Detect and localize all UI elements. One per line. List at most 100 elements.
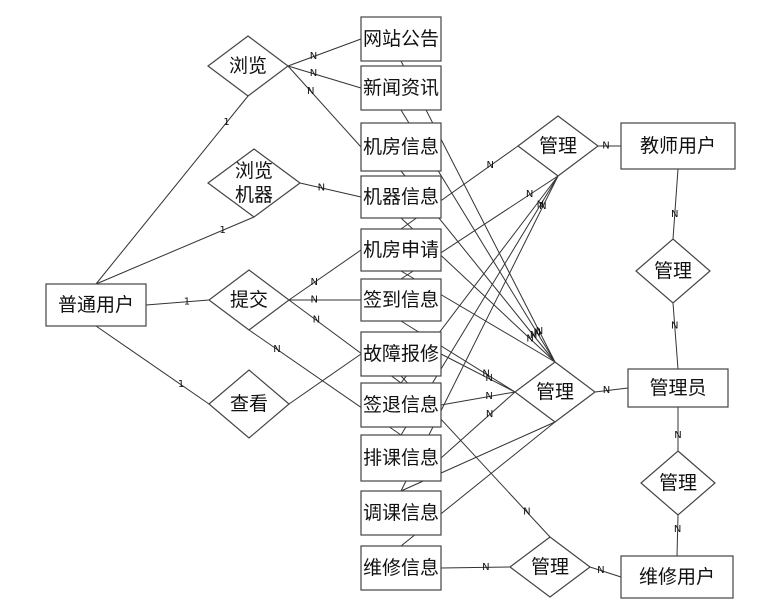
cardinality-label: N	[523, 507, 530, 518]
entity-label-signin: 签到信息	[363, 289, 439, 311]
edges-layer	[95, 38, 679, 578]
cardinality-label: N	[310, 68, 317, 79]
edge-browse_machine-machine	[299, 182, 362, 198]
entity-label-room: 机房信息	[363, 136, 439, 158]
entity-label-notice: 网站公告	[363, 28, 439, 50]
relation-label-manage_t: 管理	[539, 135, 577, 157]
cardinality-label: 1	[220, 225, 226, 236]
entity-box-adjust	[360, 490, 442, 536]
edge-browse-notice	[287, 38, 362, 67]
relation-label-manage_ta: 管理	[654, 260, 692, 282]
relation-diamond-browse	[207, 35, 289, 97]
cardinality-label: 1	[223, 117, 229, 128]
cardinality-label: N	[482, 562, 489, 573]
relation-label-manage_m: 管理	[531, 556, 569, 578]
cardinality-label: N	[530, 330, 537, 341]
entity-label-news: 新闻资讯	[363, 77, 439, 99]
relation-label-manage_am: 管理	[659, 472, 697, 494]
entity-label-fault: 故障报修	[363, 343, 439, 365]
cardinality-label: N	[602, 141, 609, 152]
cardinality-label: N	[526, 333, 533, 344]
edge-user-view	[95, 325, 210, 405]
entity-label-repair: 维修信息	[363, 557, 439, 579]
cardinality-label: N	[671, 321, 678, 332]
entity-box-mainuser	[620, 555, 734, 599]
entity-label-adjust: 调课信息	[363, 502, 439, 524]
cardinality-label: N	[597, 565, 604, 576]
entity-label-user: 普通用户	[58, 294, 134, 316]
entity-box-news	[360, 65, 442, 111]
nodes-layer: 普通用户 网站公告新闻资讯机房信息机器信息机房申请签到信息故障报修签退信息排课信息…	[45, 16, 736, 599]
entity-box-signout	[360, 382, 442, 428]
entity-label-signout: 签退信息	[363, 394, 439, 416]
edge-fault-manage_a	[440, 353, 516, 393]
relation-label-manage_a: 管理	[536, 381, 574, 403]
cardinality-label: N	[482, 369, 489, 380]
entity-label-sched: 排课信息	[363, 447, 439, 469]
relation-diamond-submit	[208, 269, 290, 331]
edge-teacher-manage_ta	[672, 168, 679, 240]
relation-label-browse: 浏览	[229, 55, 267, 77]
cardinality-label: N	[486, 409, 493, 420]
entity-box-machine	[360, 175, 442, 219]
cardinality-label: N	[536, 326, 543, 337]
cardinality-label: N	[603, 385, 610, 396]
cardinality-label: N	[537, 200, 544, 211]
edge-admin-manage_a	[594, 387, 629, 393]
entity-box-fault	[360, 331, 442, 377]
cardinality-label: N	[485, 373, 492, 384]
relation-diamond-browse_machine	[206, 148, 302, 218]
entity-box-teacher	[620, 122, 736, 170]
cardinality-label: N	[534, 327, 541, 338]
cardinality-label: 1	[184, 296, 190, 307]
edge-view-fault	[288, 353, 362, 405]
entity-box-signin	[360, 278, 442, 322]
edge-sched-manage_a	[440, 391, 516, 459]
entity-box-room	[360, 122, 442, 172]
edge-mainuser-manage_am	[676, 514, 679, 557]
edge-submit-apply	[288, 249, 362, 301]
relation-diamond-manage_ta	[635, 238, 711, 304]
edge-repair-manage_m	[440, 566, 511, 569]
relation-diamond-manage_am	[640, 450, 716, 516]
edge-notice-manage_a	[400, 60, 556, 363]
edge-mainuser-manage_m	[589, 566, 622, 578]
cardinality-label: N	[671, 209, 678, 220]
edge-signout-manage_a	[440, 391, 516, 406]
entity-box-notice	[360, 16, 442, 62]
relation-label-browse_machine: 浏览机器	[235, 160, 273, 206]
cardinality-label: N	[526, 189, 533, 200]
relation-diamond-manage_m	[509, 536, 591, 598]
cardinality-label: N	[674, 524, 681, 535]
cardinality-label: 1	[178, 379, 184, 390]
edge-admin-manage_ta	[672, 302, 679, 370]
relation-diamond-manage_a	[514, 361, 596, 423]
cardinality-label: N	[307, 86, 314, 97]
relation-label-submit: 提交	[230, 289, 268, 311]
entity-box-repair	[360, 545, 442, 591]
cardinality-label: N	[310, 51, 317, 62]
entity-label-admin: 管理员	[649, 377, 706, 399]
edge-user-submit	[145, 299, 210, 306]
relation-diamond-view	[208, 369, 290, 439]
relation-diamond-manage_t	[517, 115, 599, 177]
edge-user-browse_machine	[95, 216, 255, 285]
edge-user-browse	[95, 95, 249, 285]
entity-box-admin	[627, 368, 729, 408]
entity-label-machine: 机器信息	[363, 186, 439, 208]
entity-label-teacher: 教师用户	[640, 135, 716, 157]
entity-label-apply: 机房申请	[363, 239, 439, 261]
cardinality-label: N	[318, 182, 325, 193]
entity-box-sched	[360, 434, 442, 482]
cardinality-label: N	[485, 391, 492, 402]
edge-browse-news	[287, 65, 362, 89]
edge-browse-room	[287, 65, 362, 148]
cardinality-label: N	[273, 344, 280, 355]
cardinality-label: N	[674, 430, 681, 441]
cardinality-label: N	[310, 295, 317, 306]
cardinality-label: N	[310, 277, 317, 288]
cardinality-label: N	[539, 201, 546, 212]
entity-box-user	[45, 283, 147, 327]
